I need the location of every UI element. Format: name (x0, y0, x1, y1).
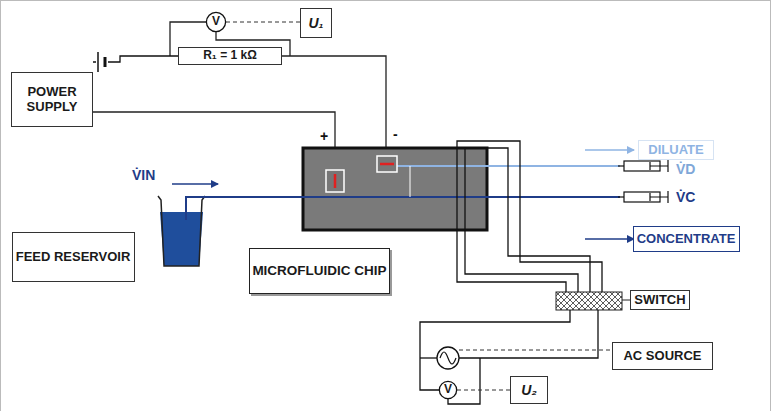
flow-rate-label: V̇D (676, 161, 695, 177)
reservoir-liquid (160, 212, 203, 266)
node-text: V (212, 15, 220, 29)
node-text: U₁ (308, 15, 323, 31)
flow-rate-label: V̇IN (132, 167, 155, 183)
switch-wire (457, 141, 602, 292)
wire (459, 310, 598, 358)
leader-line (459, 350, 612, 351)
switch-symbol (556, 292, 622, 310)
syringe-plunger (650, 160, 668, 172)
node-text: AC SOURCE (623, 349, 701, 364)
wire (90, 112, 335, 170)
channel-link (410, 166, 411, 197)
power-supply-box: POWER SUPPLY (11, 72, 93, 127)
concentrate-channel (186, 197, 620, 220)
wire (420, 357, 437, 358)
electrode-mark (380, 163, 394, 166)
node-text: FEED RESERVOIR (16, 250, 131, 265)
electrode-mark (334, 174, 337, 188)
circle-outline (206, 12, 225, 31)
reading-box: U₂ (510, 376, 548, 404)
syringe-needle (618, 165, 624, 166)
sine-wave (440, 352, 456, 364)
node-text: MICROFLUIDIC CHIP (252, 263, 386, 279)
electrode-cathode (377, 156, 397, 172)
polarity-sign: - (393, 126, 398, 142)
polarity-sign: + (320, 128, 328, 144)
chip-label: MICROFLUIDIC CHIP (249, 248, 390, 294)
voltmeter-symbol: V (206, 12, 226, 32)
connector-line (457, 390, 510, 391)
switch-wire (465, 148, 590, 292)
syringe-plunger (650, 191, 668, 203)
diluate-arrow (585, 149, 634, 151)
node-text: DILUATE (648, 143, 703, 158)
electrode-anode (326, 170, 344, 192)
inlet-arrow (172, 183, 218, 185)
outlet-label: CONCENTRATE (633, 226, 740, 252)
voltmeter-symbol: V (439, 381, 457, 399)
battery-plate (104, 57, 107, 67)
node-text: POWER SUPPLY (12, 85, 92, 115)
connector-line (226, 22, 300, 23)
reservoir-label: FEED RESERVOIR (12, 232, 135, 282)
concentrate-arrow (585, 238, 634, 240)
node-text: U₂ (521, 382, 536, 398)
wire (282, 56, 386, 156)
syringe-needle (618, 196, 624, 197)
source-label: AC SOURCE (612, 342, 713, 370)
node-text: V (444, 383, 452, 397)
dashed-leader (226, 22, 300, 23)
reservoir-beaker (158, 196, 205, 266)
flow-rate-label: V̇C (676, 189, 695, 205)
resistor-box: R₁ = 1 kΩ (178, 47, 282, 65)
node-text: CONCENTRATE (637, 232, 736, 247)
switch-label: SWITCH (630, 290, 690, 310)
node-text: R₁ = 1 kΩ (203, 49, 257, 63)
circle-outline (439, 381, 456, 398)
reading-box: U₁ (300, 8, 332, 38)
outlet-label: DILUATE (638, 140, 714, 160)
node-text: SWITCH (634, 293, 685, 308)
dashed-leader (457, 390, 510, 391)
microfluidic-chip (303, 148, 487, 230)
ac-source-symbol (437, 347, 459, 369)
battery-plate (97, 52, 99, 72)
